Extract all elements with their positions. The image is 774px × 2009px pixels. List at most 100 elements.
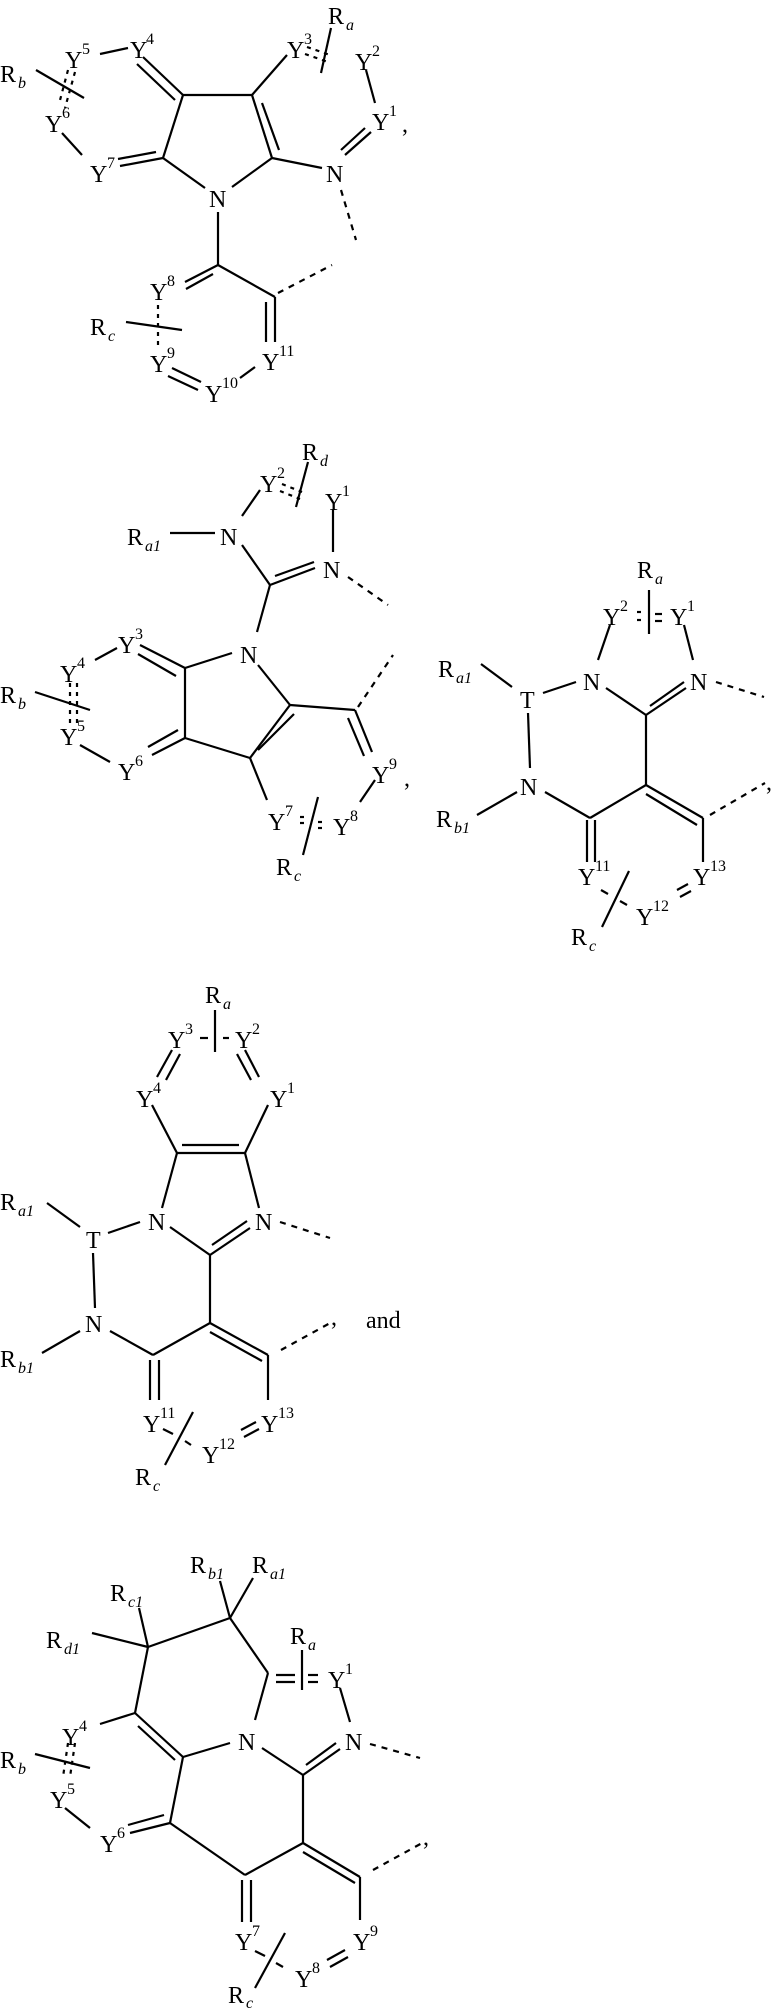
svg-text:a: a <box>346 17 354 34</box>
svg-text:6: 6 <box>62 105 70 122</box>
svg-text:2: 2 <box>277 465 285 482</box>
svg-text:N: N <box>323 558 340 584</box>
atom-N-left: N <box>583 670 600 696</box>
svg-text:5: 5 <box>67 1781 75 1798</box>
svg-text:7: 7 <box>107 155 115 172</box>
svg-text:1: 1 <box>389 103 397 120</box>
svg-text:8: 8 <box>167 273 175 290</box>
atom-N-top-right: N <box>323 558 340 584</box>
svg-text:Y: Y <box>603 605 620 631</box>
svg-text:Y: Y <box>90 162 107 188</box>
svg-text:c1: c1 <box>128 1594 143 1611</box>
svg-text:1: 1 <box>342 483 350 500</box>
svg-text:N: N <box>240 643 257 669</box>
svg-text:R: R <box>637 558 653 584</box>
svg-text:Y: Y <box>168 1028 185 1054</box>
svg-text:Y: Y <box>355 50 372 76</box>
svg-text:R: R <box>276 855 292 881</box>
svg-text:3: 3 <box>304 31 312 48</box>
svg-text:a1: a1 <box>456 670 472 687</box>
svg-text:a1: a1 <box>270 1566 286 1583</box>
svg-text:a: a <box>223 996 231 1013</box>
svg-text:c: c <box>589 938 596 955</box>
svg-text:1: 1 <box>345 1661 353 1678</box>
atom-N-top-left: N <box>220 525 237 551</box>
svg-text:Y: Y <box>118 633 135 659</box>
svg-text:5: 5 <box>77 718 85 735</box>
svg-text:Y: Y <box>150 280 167 306</box>
svg-text:Y: Y <box>636 905 653 931</box>
trailing-comma: , <box>423 1825 429 1851</box>
atom-T: T <box>520 688 535 714</box>
svg-text:1: 1 <box>687 598 695 615</box>
svg-text:N: N <box>209 187 226 213</box>
atom-N-center: N <box>238 1730 255 1756</box>
svg-text:7: 7 <box>252 1923 260 1940</box>
svg-text:R: R <box>0 1347 16 1373</box>
svg-text:R: R <box>127 525 143 551</box>
svg-text:6: 6 <box>117 1825 125 1842</box>
svg-text:R: R <box>302 440 318 466</box>
svg-text:2: 2 <box>252 1021 260 1038</box>
svg-text:N: N <box>583 670 600 696</box>
svg-text:4: 4 <box>153 1080 161 1097</box>
svg-text:R: R <box>110 1581 126 1607</box>
svg-text:R: R <box>228 1983 244 2009</box>
svg-text:13: 13 <box>710 858 726 875</box>
svg-text:Y: Y <box>100 1832 117 1858</box>
svg-text:R: R <box>0 62 16 88</box>
svg-text:Y: Y <box>130 38 147 64</box>
svg-text:T: T <box>86 1228 101 1254</box>
svg-text:4: 4 <box>146 31 154 48</box>
conjunction-and: and <box>366 1308 401 1334</box>
svg-text:b1: b1 <box>208 1566 224 1583</box>
svg-text:Y: Y <box>372 110 389 136</box>
svg-text:6: 6 <box>135 753 143 770</box>
svg-text:Y: Y <box>143 1412 160 1438</box>
svg-text:Y: Y <box>260 472 277 498</box>
svg-text:d1: d1 <box>64 1641 80 1658</box>
svg-text:R: R <box>252 1553 268 1579</box>
svg-text:R: R <box>190 1553 206 1579</box>
atom-N-right: N <box>345 1730 362 1756</box>
svg-text:N: N <box>345 1730 362 1756</box>
svg-text:R: R <box>436 807 452 833</box>
svg-text:2: 2 <box>620 598 628 615</box>
svg-text:Y: Y <box>205 382 222 408</box>
svg-text:R: R <box>571 925 587 951</box>
svg-text:d: d <box>320 453 329 470</box>
atom-N-lower: N <box>520 775 537 801</box>
